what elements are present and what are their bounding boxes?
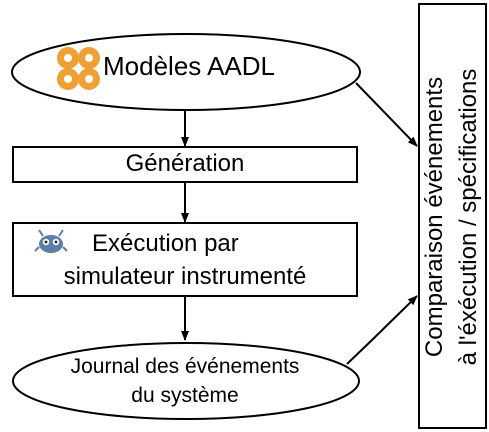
execution-box <box>12 222 358 297</box>
execution-label-line2: simulateur instrumenté <box>63 263 307 290</box>
log-ellipse <box>12 342 360 420</box>
execution-label-line1: Exécution par <box>92 230 239 257</box>
comparison-box <box>418 3 487 429</box>
aadl-logo-icon <box>57 47 100 90</box>
bug-robot-icon <box>34 229 68 253</box>
generation-label: Génération <box>125 150 245 177</box>
models-label: Modèles AADL <box>103 51 275 81</box>
comparison-label-line1: Comparaison événements <box>421 76 449 358</box>
arrow-log-comparison <box>346 295 418 365</box>
log-label-line2: du système <box>131 384 239 407</box>
log-label-line1: Journal des événements <box>70 355 300 378</box>
comparison-label-line2: à l'éxécution / spécifications <box>455 68 483 366</box>
arrow-models-comparison <box>355 82 418 147</box>
